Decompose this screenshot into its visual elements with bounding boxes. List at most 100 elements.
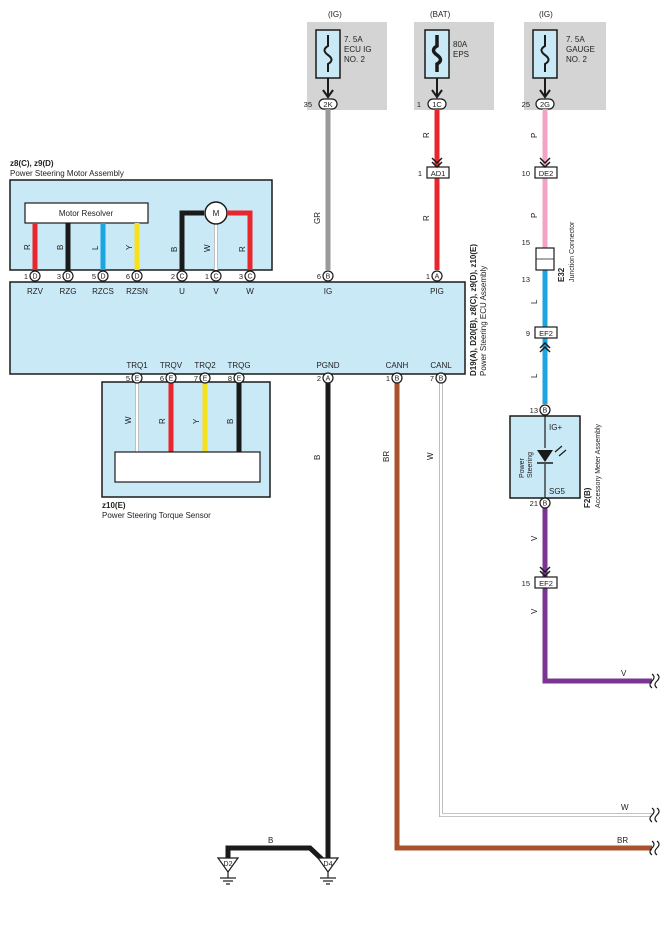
fuse-rating: 7. 5A bbox=[566, 35, 585, 44]
svg-text:6: 6 bbox=[317, 272, 321, 281]
pin-number: 13 bbox=[522, 275, 530, 284]
wire-color-label: Y bbox=[125, 244, 134, 250]
component-name: Accessory Meter Assembly bbox=[595, 423, 602, 508]
svg-text:5: 5 bbox=[92, 272, 96, 281]
svg-text:7: 7 bbox=[430, 374, 434, 383]
motor-assembly: z8(C), z9(D) Power Steering Motor Assemb… bbox=[9, 159, 273, 271]
wire-color-label: R bbox=[422, 132, 431, 138]
light-emit-icon bbox=[554, 445, 567, 457]
ecu-pin-rzg: D 3 RZG bbox=[57, 270, 77, 296]
pin-number: 1 bbox=[417, 100, 421, 109]
ecu-pin-trq1: E 5 TRQ1 bbox=[126, 361, 148, 384]
svg-text:6: 6 bbox=[126, 272, 130, 281]
pin-signal-label: CANL bbox=[430, 361, 452, 370]
ecu-top-pins: D 1 RZV D 3 RZG D 5 RZCS D 6 RZSN C 2 U … bbox=[24, 270, 444, 296]
wire-color-label: R bbox=[422, 215, 431, 221]
meter-pin-bottom bbox=[539, 497, 551, 509]
fuse-name: EPS bbox=[453, 50, 469, 59]
connector-label: 2G bbox=[540, 100, 550, 109]
motor-resolver-box bbox=[24, 202, 149, 224]
pin-signal-label: RZCS bbox=[92, 287, 114, 296]
svg-text:D: D bbox=[100, 274, 105, 281]
ground-icon bbox=[316, 857, 340, 874]
pin-number: 10 bbox=[522, 169, 530, 178]
pin-signal-label: TRQ1 bbox=[126, 361, 148, 370]
svg-text:7: 7 bbox=[194, 374, 198, 383]
svg-text:E: E bbox=[135, 376, 140, 383]
chevron-down-icon bbox=[539, 161, 551, 169]
component-id: z10(E) bbox=[102, 501, 126, 510]
pin-signal-label: TRQ2 bbox=[194, 361, 216, 370]
fuse-ecu-ig-no2: (IG) 7. 5A ECU IG NO. 2 bbox=[307, 10, 387, 110]
wire-color-label: B bbox=[170, 247, 179, 252]
pin-signal-label: RZG bbox=[60, 287, 77, 296]
wire-color-label: W bbox=[621, 803, 629, 812]
connector-label: EF2 bbox=[539, 329, 553, 338]
wire-color-label: R bbox=[238, 246, 247, 252]
fuse-name-2: NO. 2 bbox=[344, 55, 365, 64]
component-id: D19(A), D20(B), z8(C), z9(D), z10(E) bbox=[469, 244, 478, 376]
junction-connector-e32: 15 13 E32 Junction Connector bbox=[522, 221, 576, 284]
svg-text:B: B bbox=[326, 274, 331, 281]
connector-ef2-upper: EF2 9 bbox=[526, 326, 558, 353]
ecu-pin-trq2: E 7 TRQ2 bbox=[194, 361, 216, 384]
pin-signal-label: TRQV bbox=[160, 361, 183, 370]
svg-text:E: E bbox=[237, 376, 242, 383]
ground-label: D2 bbox=[224, 861, 233, 868]
arrow-down-icon bbox=[539, 89, 551, 99]
component-id: F2(B) bbox=[583, 487, 592, 508]
wire-w bbox=[439, 382, 652, 817]
ecu-pin-rzv: D 1 RZV bbox=[24, 270, 44, 296]
wire-color-label: V bbox=[621, 669, 627, 678]
svg-text:E: E bbox=[169, 376, 174, 383]
ground-d2: D2 bbox=[216, 857, 240, 885]
connector-id: E32 bbox=[557, 267, 566, 282]
wire-color-label: R bbox=[23, 244, 32, 250]
wire-color-label: GR bbox=[313, 212, 322, 224]
fuse-icon bbox=[431, 35, 443, 72]
svg-text:D: D bbox=[65, 274, 70, 281]
wire-color-label: P bbox=[530, 213, 539, 218]
wire-b-ground bbox=[225, 845, 330, 867]
ecu-pin-rzcs: D 5 RZCS bbox=[92, 270, 114, 296]
fuse-gauge-no2: (IG) 7. 5A GAUGE NO. 2 bbox=[524, 10, 606, 110]
svg-text:C: C bbox=[247, 274, 252, 281]
pin-signal-label: RZSN bbox=[126, 287, 148, 296]
fuse-outputs: 2K 35 1C 1 2G 25 bbox=[304, 78, 555, 110]
wire-color-label: V bbox=[530, 608, 539, 614]
component-id: z8(C), z9(D) bbox=[10, 159, 54, 168]
wire-color-label: W bbox=[203, 244, 212, 252]
break-icon bbox=[654, 673, 660, 689]
chevron-down-icon bbox=[431, 161, 443, 169]
pin-signal-label: TRQG bbox=[227, 361, 250, 370]
svg-text:2: 2 bbox=[317, 374, 321, 383]
torque-sensor: W R Y B z10(E) Power Steering Torque Sen… bbox=[101, 381, 271, 520]
fuse-name: GAUGE bbox=[566, 45, 595, 54]
fuse-rating: 80A bbox=[453, 40, 468, 49]
svg-text:5: 5 bbox=[126, 374, 130, 383]
wires bbox=[225, 109, 652, 867]
svg-text:A: A bbox=[326, 376, 331, 383]
motor-icon bbox=[204, 201, 228, 225]
svg-text:E: E bbox=[203, 376, 208, 383]
svg-text:C: C bbox=[179, 274, 184, 281]
svg-text:B: B bbox=[543, 501, 548, 508]
ecu-pin-w: C 3 W bbox=[239, 270, 256, 296]
pin-signal-label: W bbox=[246, 287, 254, 296]
pin-signal-label: IG bbox=[324, 287, 332, 296]
svg-text:6: 6 bbox=[160, 374, 164, 383]
fuse-rating: 7. 5A bbox=[344, 35, 363, 44]
ecu-pin-rzsn: D 6 RZSN bbox=[126, 270, 148, 296]
connector-label: EF2 bbox=[539, 579, 553, 588]
connector-label: DE2 bbox=[539, 169, 554, 178]
wire-br bbox=[394, 382, 652, 851]
wire-color-label: P bbox=[530, 133, 539, 138]
wire-color-label: V bbox=[530, 535, 539, 541]
svg-text:13: 13 bbox=[530, 406, 538, 415]
svg-text:C: C bbox=[213, 274, 218, 281]
motor-symbol: M bbox=[213, 209, 220, 218]
indicator-label-2: Steering bbox=[527, 452, 534, 478]
fuse-icon bbox=[540, 35, 550, 72]
svg-text:3: 3 bbox=[239, 272, 243, 281]
